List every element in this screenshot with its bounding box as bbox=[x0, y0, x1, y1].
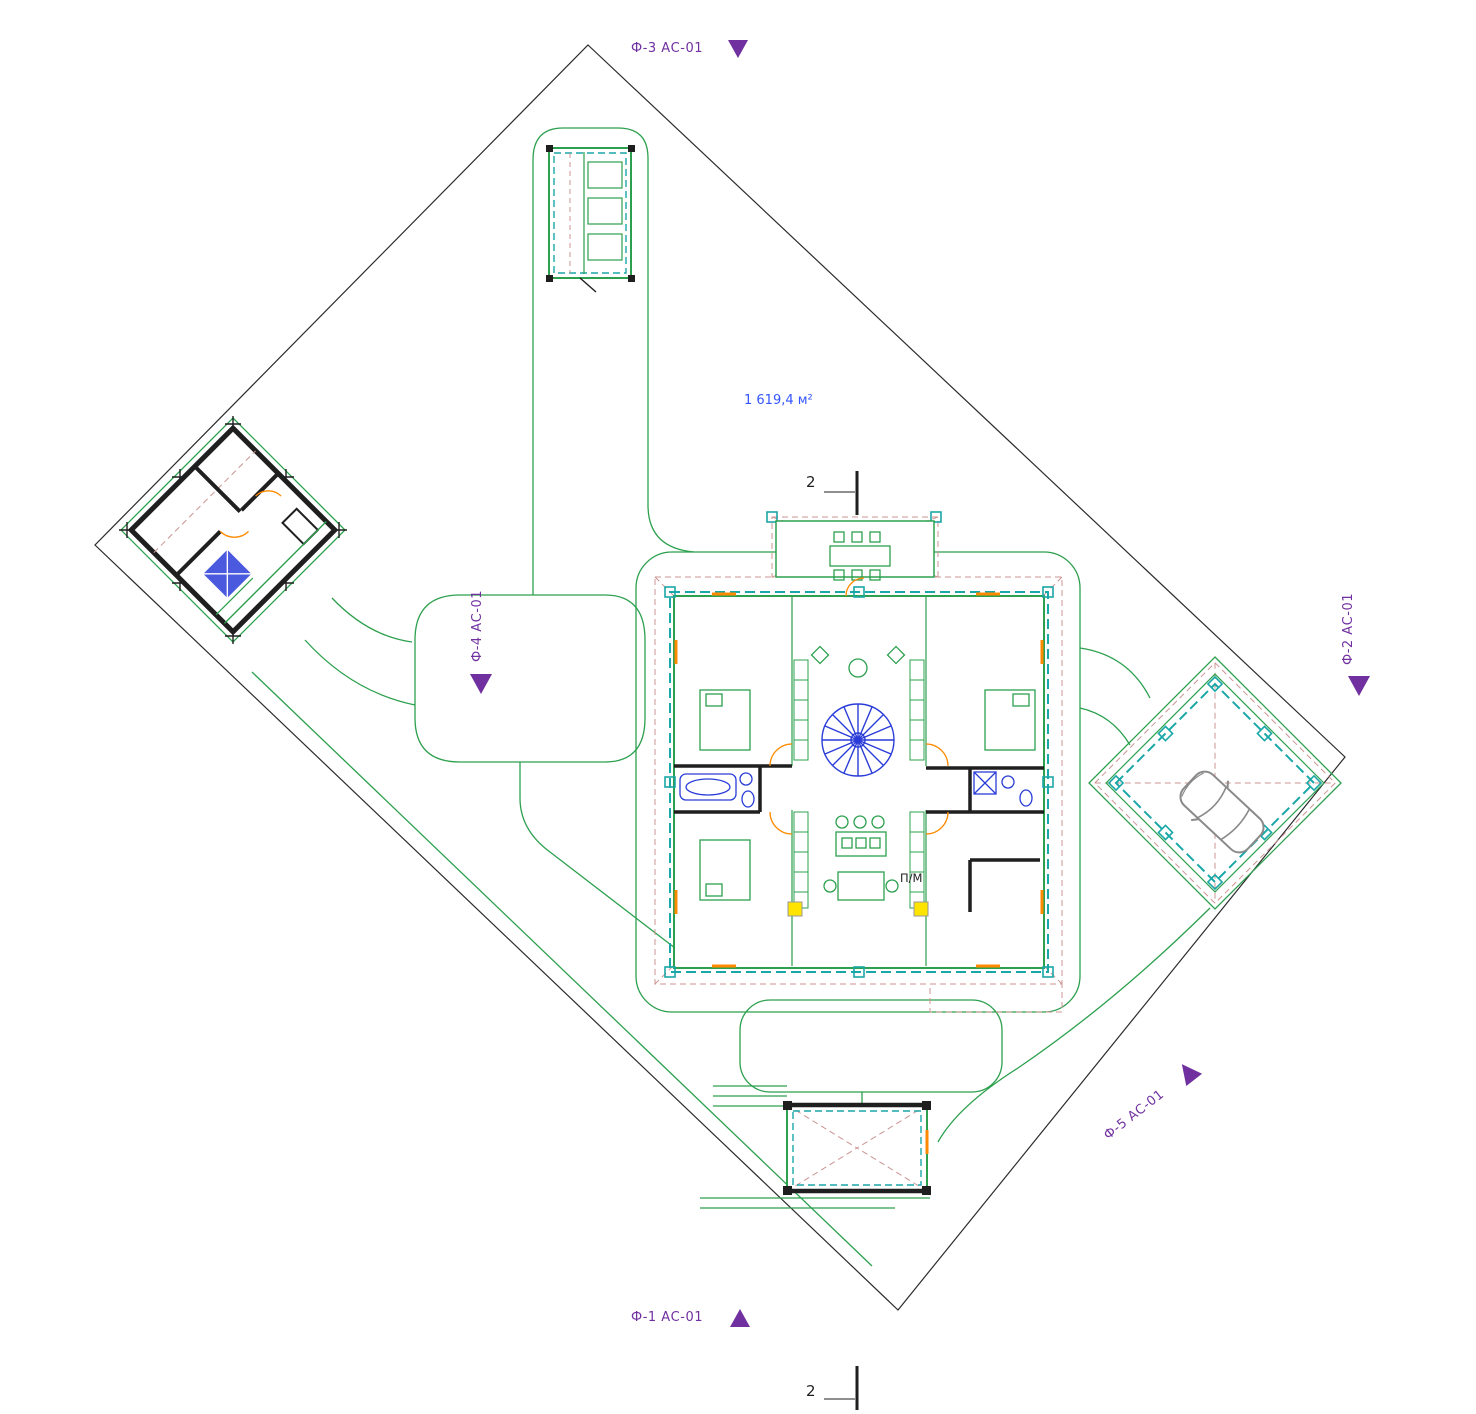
path-loop-to-walk bbox=[519, 762, 689, 959]
facade-label-f4: Ф-4 АС-01 bbox=[470, 590, 485, 662]
kitchen-counter bbox=[835, 831, 887, 857]
window-marks bbox=[674, 592, 1044, 968]
spiral-stair bbox=[821, 703, 895, 777]
section-mark-top: 2 bbox=[806, 471, 859, 515]
door-swing bbox=[219, 530, 250, 538]
sink bbox=[739, 772, 753, 786]
facade-label-f3: Ф-3 АС-01 bbox=[631, 41, 703, 56]
bed-upper-right bbox=[984, 689, 1036, 751]
shower bbox=[973, 771, 997, 795]
path-garage-to-bottom bbox=[937, 907, 1211, 1143]
garage bbox=[1094, 662, 1336, 904]
door-swing bbox=[255, 490, 282, 497]
bathroom-walls bbox=[674, 764, 1044, 912]
facade-label-f1: Ф-1 АС-01 bbox=[631, 1310, 703, 1325]
path-garage-link-2 bbox=[1079, 707, 1131, 746]
landscape-paths bbox=[120, 127, 1342, 1267]
car bbox=[1179, 770, 1265, 854]
sink bbox=[1001, 775, 1015, 789]
bathtub bbox=[679, 773, 737, 801]
greenhouse-bed bbox=[587, 233, 623, 261]
facade-arrow-f3 bbox=[728, 40, 748, 58]
path-garage-link-1 bbox=[1079, 647, 1151, 699]
bed-lower-left bbox=[699, 839, 751, 901]
path-greenhouse-stem bbox=[532, 127, 695, 595]
plumbing-fixtures bbox=[679, 771, 1033, 808]
path-garage-surround bbox=[1088, 656, 1342, 910]
plot-area-label: 1 619,4 м² bbox=[744, 393, 813, 408]
path-bottom-steps-1 bbox=[713, 1085, 787, 1107]
path-boundary-walk bbox=[251, 671, 873, 1267]
facade-arrow-f2 bbox=[1348, 676, 1370, 696]
facade-label-f5: Ф-5 АС-01 bbox=[1101, 1087, 1167, 1143]
path-bottom-steps-2 bbox=[700, 1197, 930, 1209]
facade-arrow-f5 bbox=[1181, 1064, 1203, 1087]
house-timber-wall bbox=[669, 591, 1049, 973]
porch-table bbox=[829, 545, 891, 567]
greenhouse-bed bbox=[587, 161, 623, 189]
hall-table bbox=[848, 658, 868, 678]
facade-label-f2: Ф-2 АС-01 bbox=[1341, 593, 1356, 665]
greenhouse bbox=[546, 145, 635, 293]
interior-partitions bbox=[791, 596, 927, 966]
site-boundary bbox=[94, 44, 1346, 1311]
path-bathhouse-link-2 bbox=[304, 639, 416, 706]
facade-arrow-f4 bbox=[470, 674, 492, 694]
section-number-bottom: 2 bbox=[806, 1382, 816, 1400]
section-number-top: 2 bbox=[806, 473, 816, 491]
facade-arrow-f1 bbox=[730, 1309, 750, 1327]
toilet bbox=[741, 790, 755, 808]
porch-wall bbox=[775, 520, 935, 578]
path-terrace-loop bbox=[739, 999, 1003, 1093]
section-mark-bottom: 2 bbox=[806, 1366, 859, 1410]
hall-plant bbox=[810, 645, 830, 665]
column-markers bbox=[664, 511, 1054, 978]
wardrobes bbox=[793, 659, 925, 909]
furniture bbox=[699, 531, 1036, 901]
bathhouse bbox=[119, 416, 347, 644]
toilet bbox=[1019, 789, 1033, 807]
main-house: П/М bbox=[654, 511, 1063, 1013]
greenhouse-door-swing bbox=[579, 277, 597, 293]
path-bathhouse-link-1 bbox=[331, 597, 413, 643]
hall-plant bbox=[886, 645, 906, 665]
house-outer-wall bbox=[673, 595, 1045, 969]
hatch-yellow bbox=[913, 901, 929, 917]
bottom-outbuilding bbox=[783, 1101, 931, 1195]
hatch-yellow bbox=[787, 901, 803, 917]
parking-label: П/М bbox=[900, 871, 922, 885]
door-swings bbox=[769, 577, 949, 835]
bed-upper-left bbox=[699, 689, 751, 751]
greenhouse-bed bbox=[587, 197, 623, 225]
dining-table bbox=[837, 871, 885, 901]
path-turnaround-loop bbox=[414, 594, 646, 763]
